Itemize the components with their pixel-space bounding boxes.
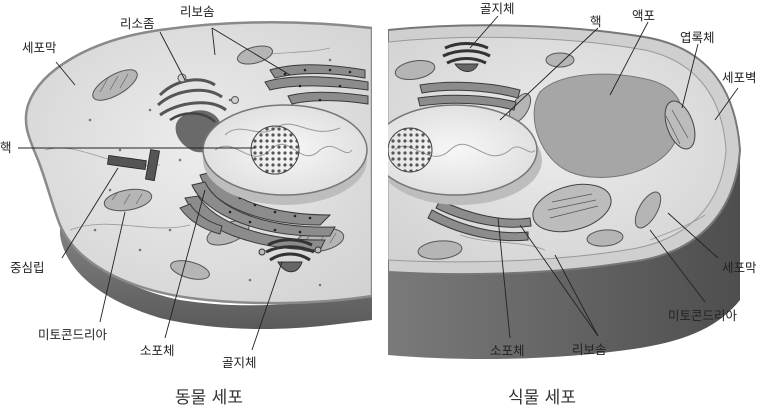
- label-plant-mitochondria: 미토콘드리아: [668, 308, 738, 323]
- animal-nucleolus: [251, 126, 299, 174]
- label-animal-golgi: 골지체: [222, 355, 257, 370]
- label-animal-nucleus: 핵: [0, 140, 12, 155]
- animal-nucleus: [203, 105, 367, 205]
- label-animal-er: 소포체: [140, 343, 175, 358]
- label-plant-er: 소포체: [490, 343, 525, 358]
- label-plant-chloroplast: 엽록체: [680, 30, 715, 45]
- label-plant-golgi: 골지체: [480, 1, 515, 16]
- label-animal-cell-membrane: 세포막: [22, 40, 57, 55]
- animal-cell: [26, 22, 372, 329]
- plant-nucleolus: [388, 128, 432, 172]
- label-animal-lysosome: 리소좀: [120, 16, 155, 31]
- label-animal-ribosome: 리보솜: [180, 4, 215, 19]
- label-animal-centrosome: 중심립: [10, 260, 45, 275]
- label-plant-cell-membrane: 세포막: [722, 260, 757, 275]
- label-plant-ribosome: 리보솜: [572, 342, 607, 357]
- caption-animal-cell: 동물 세포: [175, 388, 243, 408]
- label-plant-vacuole: 액포: [632, 8, 655, 23]
- panel-gap: [373, 0, 387, 413]
- caption-plant-cell: 식물 세포: [508, 388, 576, 408]
- label-animal-mitochondria: 미토콘드리아: [38, 327, 108, 342]
- label-plant-cell-wall: 세포벽: [722, 70, 757, 85]
- label-plant-nucleus: 핵: [590, 14, 602, 29]
